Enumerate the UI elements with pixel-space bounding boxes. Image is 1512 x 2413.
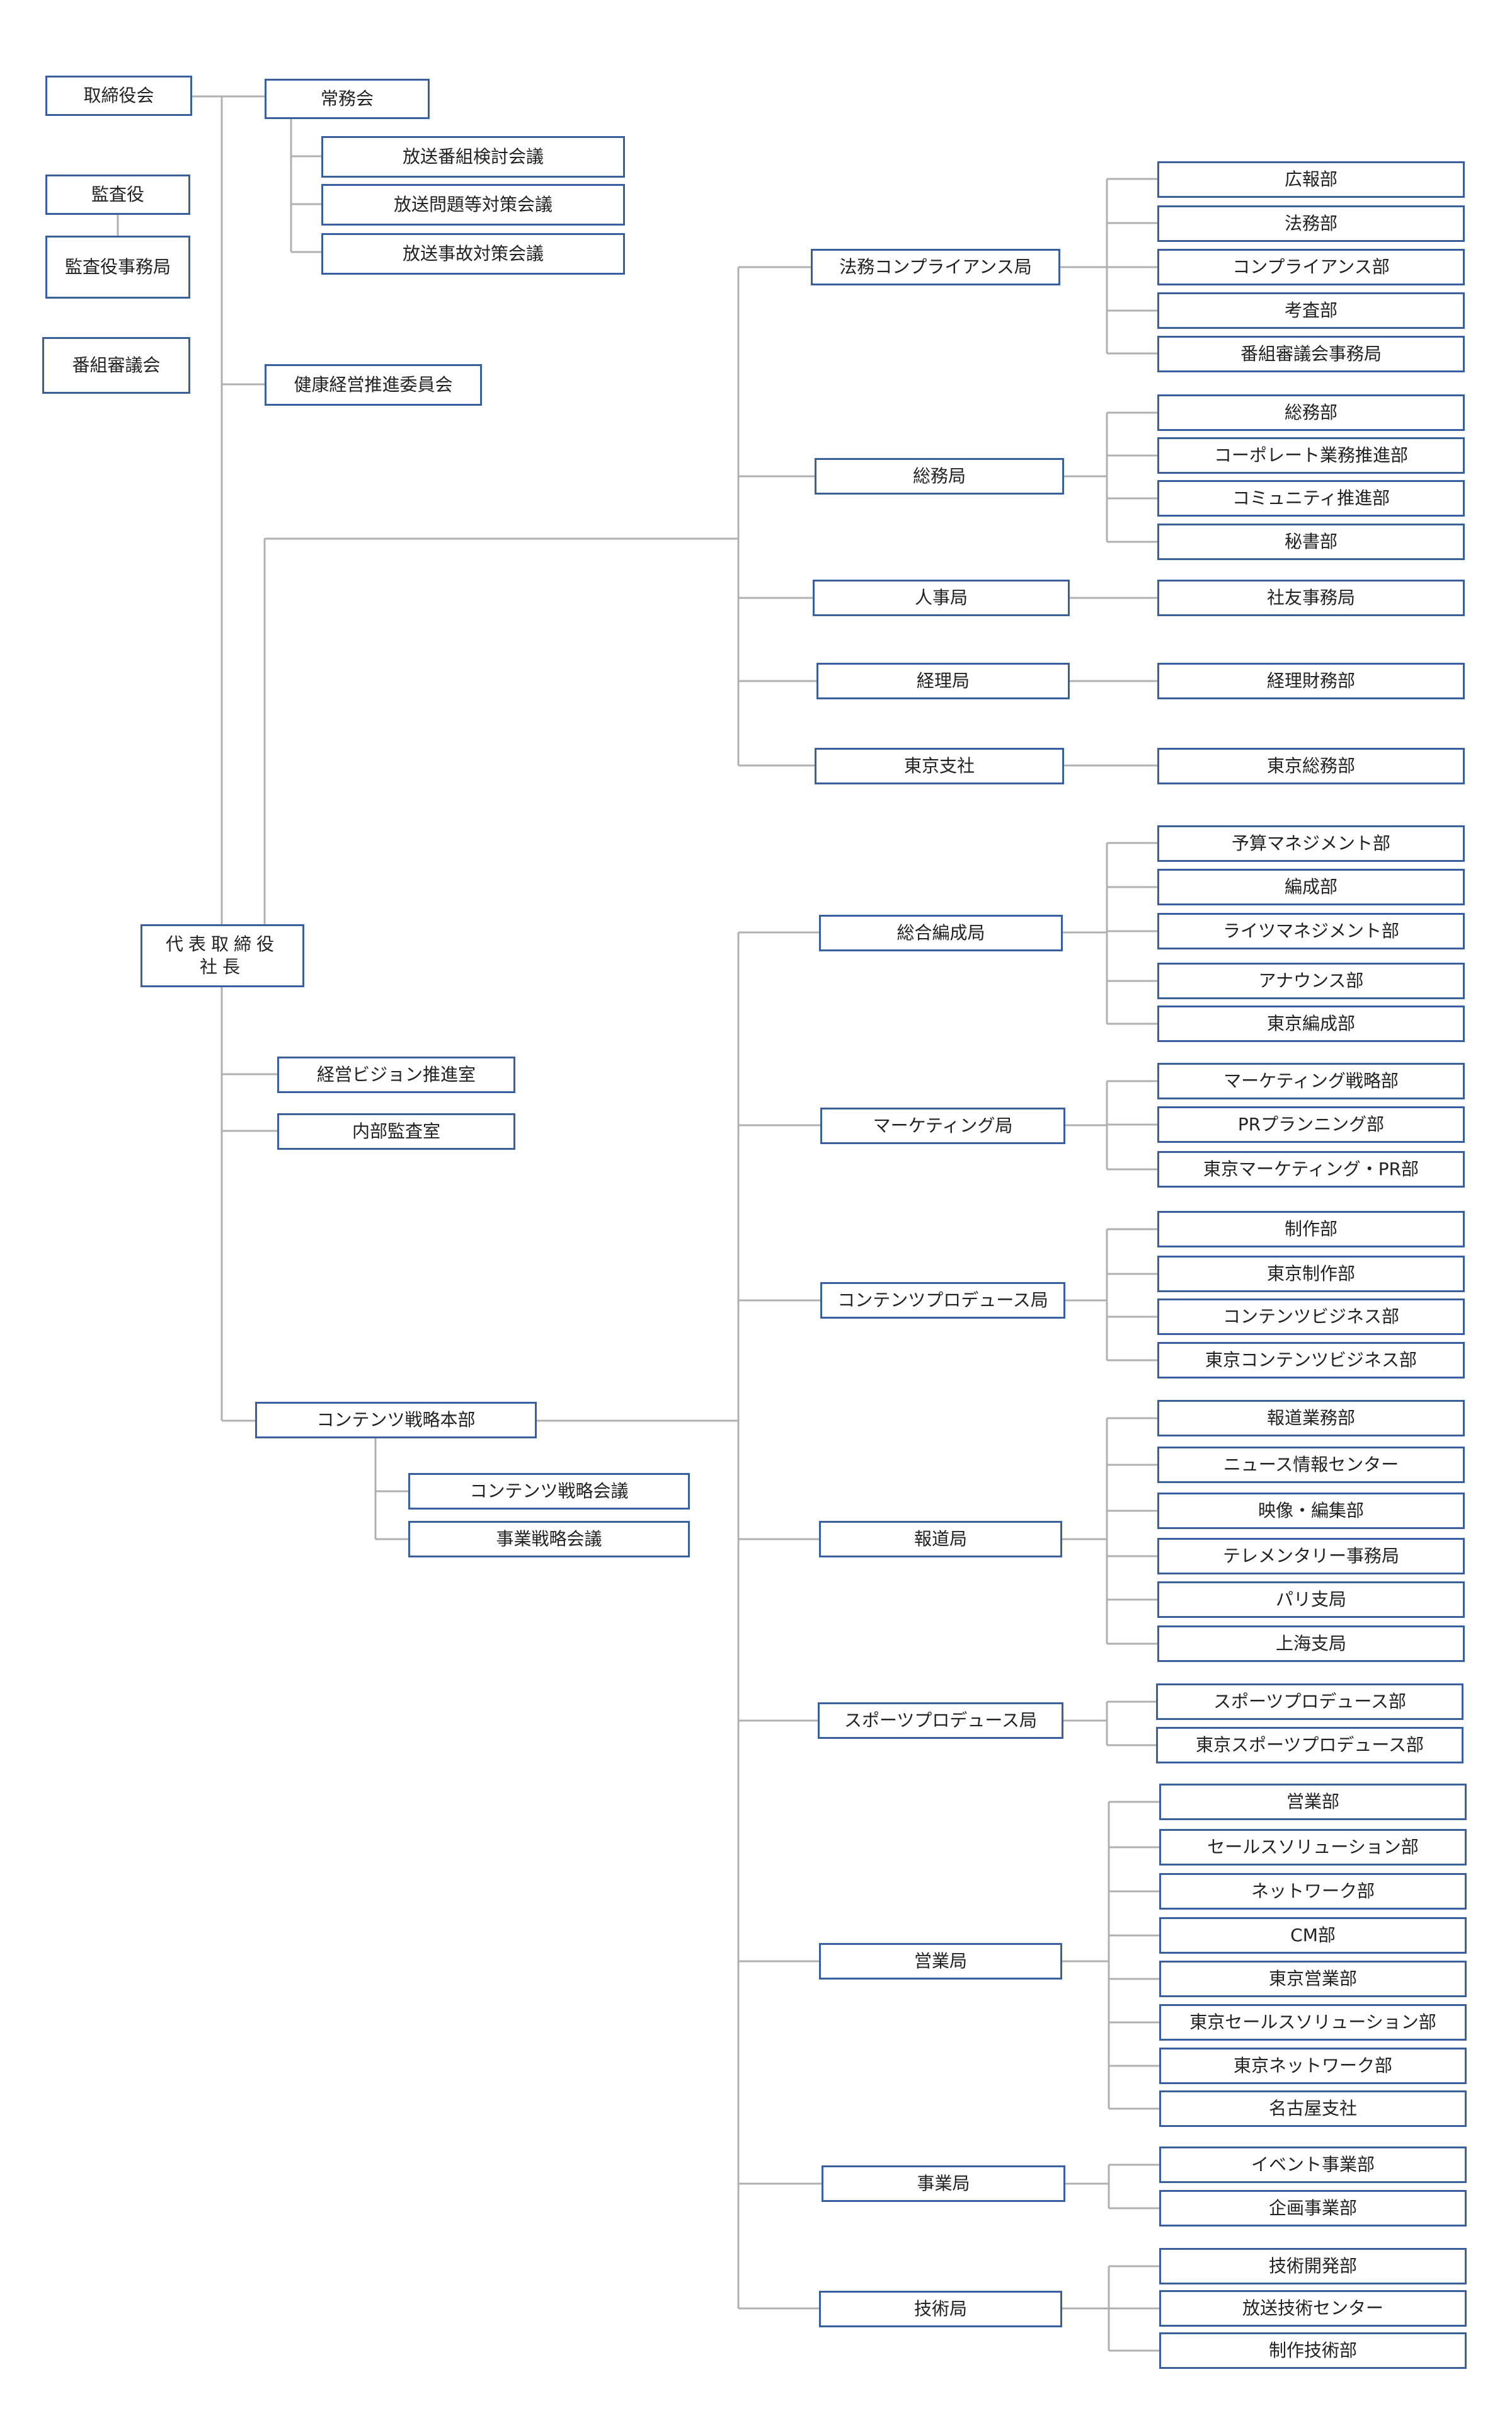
network-dept-box: ネットワーク部	[1159, 1873, 1467, 1910]
tokyo-sports-production-dept-box: 東京スポーツプロデュース部	[1156, 1727, 1463, 1763]
content-production-bureau-box: コンテンツプロデュース局	[820, 1282, 1065, 1319]
tokyo-production-dept-box: 東京制作部	[1157, 1256, 1465, 1292]
community-dept-box: コミュニティ推進部	[1157, 480, 1465, 517]
health-management-committee-box: 健康経営推進委員会	[265, 364, 482, 406]
secretary-dept-box: 秘書部	[1157, 524, 1465, 560]
video-editing-dept-box: 映像・編集部	[1157, 1493, 1465, 1529]
tokyo-general-affairs-dept-box: 東京総務部	[1157, 748, 1465, 784]
news-operations-dept-box: 報道業務部	[1157, 1400, 1465, 1436]
telementary-office-box: テレメンタリー事務局	[1157, 1538, 1465, 1574]
tokyo-marketing-pr-dept-box: 東京マーケティング・PR部	[1157, 1151, 1465, 1188]
tokyo-content-business-dept-box: 東京コンテンツビジネス部	[1157, 1342, 1465, 1378]
engineering-bureau-box: 技術局	[819, 2291, 1062, 2327]
tokyo-branch-box: 東京支社	[815, 748, 1064, 784]
news-bureau-box: 報道局	[819, 1521, 1062, 1557]
general-affairs-dept-box: 総務部	[1157, 394, 1465, 431]
pr-planning-dept-box: PRプランニング部	[1157, 1106, 1465, 1143]
general-affairs-bureau-box: 総務局	[815, 458, 1064, 495]
cm-dept-box: CM部	[1159, 1917, 1467, 1954]
marketing-strategy-dept-box: マーケティング戦略部	[1157, 1063, 1465, 1099]
shanghai-bureau-box: 上海支局	[1157, 1625, 1465, 1662]
business-strategy-meeting-box: 事業戦略会議	[408, 1521, 690, 1557]
budget-management-dept-box: 予算マネジメント部	[1157, 825, 1465, 862]
sales-solution-dept-box: セールスソリューション部	[1159, 1829, 1467, 1866]
accounting-bureau-box: 経理局	[816, 663, 1070, 699]
tokyo-programming-dept-box: 東京編成部	[1157, 1006, 1465, 1042]
program-review-meeting-box: 放送番組検討会議	[321, 136, 625, 178]
program-council-office-box: 番組審議会事務局	[1157, 336, 1465, 372]
ceo-box: 代表取締役 社長	[140, 924, 304, 987]
tokyo-sales-dept-box: 東京営業部	[1159, 1961, 1467, 1997]
production-dept-box: 制作部	[1157, 1211, 1465, 1247]
nagoya-branch-box: 名古屋支社	[1159, 2090, 1467, 2127]
compliance-dept-box: コンプライアンス部	[1157, 249, 1465, 285]
planning-business-dept-box: 企画事業部	[1159, 2190, 1467, 2227]
auditor-office-box: 監査役事務局	[45, 236, 190, 299]
content-strategy-meeting-box: コンテンツ戦略会議	[408, 1473, 690, 1510]
internal-audit-office-box: 内部監査室	[277, 1113, 515, 1150]
tech-development-dept-box: 技術開発部	[1159, 2248, 1467, 2284]
production-tech-dept-box: 制作技術部	[1159, 2332, 1467, 2369]
programming-bureau-box: 総合編成局	[819, 915, 1063, 951]
marketing-bureau-box: マーケティング局	[820, 1108, 1065, 1144]
events-bureau-box: 事業局	[822, 2165, 1065, 2202]
broadcast-tech-center-box: 放送技術センター	[1159, 2290, 1467, 2327]
tokyo-sales-solution-dept-box: 東京セールスソリューション部	[1159, 2004, 1467, 2041]
news-info-center-box: ニュース情報センター	[1157, 1447, 1465, 1483]
corporate-operations-dept-box: コーポレート業務推進部	[1157, 437, 1465, 474]
review-dept-box: 考査部	[1157, 292, 1465, 329]
sports-production-dept-box: スポーツプロデュース部	[1156, 1683, 1463, 1720]
alumni-office-box: 社友事務局	[1157, 580, 1465, 616]
event-business-dept-box: イベント事業部	[1159, 2146, 1467, 2183]
programming-dept-box: 編成部	[1157, 869, 1465, 905]
broadcast-accident-meeting-box: 放送事故対策会議	[321, 233, 625, 275]
legal-dept-box: 法務部	[1157, 205, 1465, 242]
management-vision-office-box: 経営ビジョン推進室	[277, 1057, 515, 1093]
sports-production-bureau-box: スポーツプロデュース局	[818, 1702, 1063, 1739]
pr-dept-box: 広報部	[1157, 161, 1465, 198]
announcer-dept-box: アナウンス部	[1157, 963, 1465, 999]
program-council-box: 番組審議会	[42, 337, 190, 394]
content-strategy-hq-box: コンテンツ戦略本部	[255, 1402, 537, 1438]
tokyo-network-dept-box: 東京ネットワーク部	[1159, 2048, 1467, 2084]
sales-dept-box: 営業部	[1159, 1784, 1467, 1820]
auditor-box: 監査役	[45, 175, 190, 215]
hr-bureau-box: 人事局	[813, 580, 1070, 616]
paris-bureau-box: パリ支局	[1157, 1581, 1465, 1618]
broadcast-issues-meeting-box: 放送問題等対策会議	[321, 184, 625, 226]
sales-bureau-box: 営業局	[819, 1943, 1062, 1980]
legal-compliance-bureau-box: 法務コンプライアンス局	[811, 249, 1060, 285]
board-of-directors-box: 取締役会	[45, 76, 192, 116]
content-business-dept-box: コンテンツビジネス部	[1157, 1298, 1465, 1335]
rights-management-dept-box: ライツマネジメント部	[1157, 913, 1465, 949]
executive-committee-box: 常務会	[265, 79, 430, 119]
accounting-finance-dept-box: 経理財務部	[1157, 663, 1465, 699]
